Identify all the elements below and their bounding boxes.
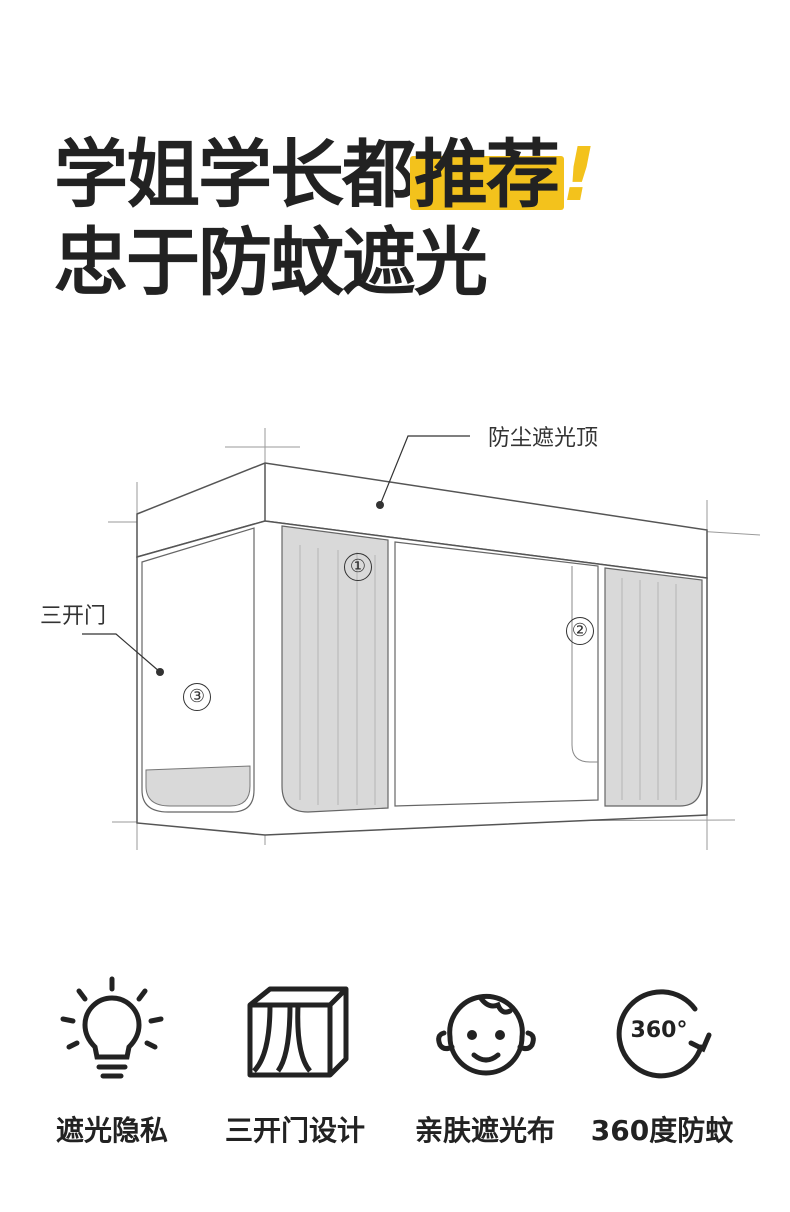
sun-icon [60,976,164,1079]
feature-label: 遮光隐私 [55,1114,168,1147]
rotate-360-text: 360° [631,1018,688,1043]
headline-prefix: 学姐学长都 [54,132,416,218]
feature-label: 三开门设计 [224,1114,365,1147]
headline-line-1: 学姐学长都推荐! [54,138,596,212]
rotate-360-icon: 360° [616,989,712,1079]
feature-label: 360度防蚊 [590,1114,734,1147]
headline-line-2: 忠于防蚊遮光 [54,220,488,306]
feature-blackout: 遮光隐私 [22,975,202,1149]
headline-exclamation: ! [562,132,596,218]
tent-diagram [82,428,761,850]
callout-door-label: 三开门 [40,604,107,629]
feature-skin-friendly: 亲肤遮光布 [395,975,575,1149]
feature-three-doors: 三开门设计 [205,975,385,1149]
feature-360-mosquito: 360° 360度防蚊 [572,975,752,1149]
baby-face-icon [436,993,536,1076]
callout-top-label: 防尘遮光顶 [488,426,599,451]
marker-2: ② [566,617,594,645]
marker-3: ③ [183,683,211,711]
tent-door-icon [247,986,349,1078]
feature-label: 亲肤遮光布 [414,1114,555,1147]
callout-dot-door [156,668,164,676]
marker-1: ① [344,553,372,581]
headline-highlight: 推荐 [410,138,564,212]
callout-dot-top [376,501,384,509]
